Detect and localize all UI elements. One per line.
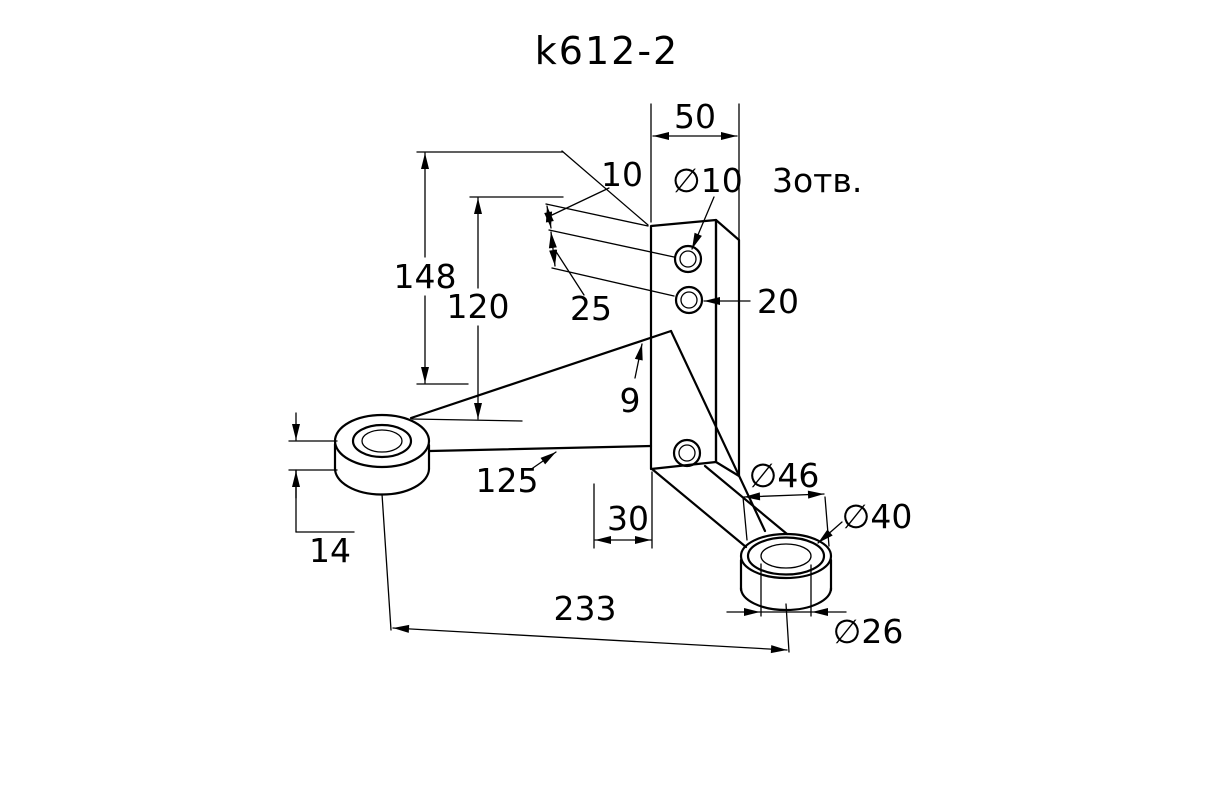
extension-line	[411, 418, 523, 422]
hole-middle-inner	[680, 291, 698, 309]
dim-30-label: 30	[607, 499, 649, 538]
right-ring-outer-ellipse	[739, 532, 833, 580]
leader-line	[551, 187, 610, 216]
mounting-plate	[649, 218, 741, 478]
dia-10-label: ∅10	[672, 161, 743, 200]
dimension-148: 148	[394, 151, 564, 385]
extension-line	[548, 229, 675, 258]
dia-26-label: ∅26	[833, 612, 904, 651]
hole-bottom-inner	[678, 444, 696, 462]
left-ring-outer-ellipse	[333, 413, 431, 469]
dimension-line	[544, 205, 554, 229]
dimension-14: 14	[288, 412, 355, 570]
drawing-title: k612-2	[535, 29, 679, 73]
dimension-dia40: ∅40	[817, 497, 913, 544]
leader-line	[691, 196, 715, 250]
dimension-50: 50	[650, 97, 740, 241]
leader-line	[817, 521, 843, 544]
dimension-dia46: ∅46	[742, 456, 830, 547]
left-ring-hole-ellipse	[361, 429, 403, 453]
dim-233-label: 233	[554, 589, 617, 628]
extension-line	[545, 203, 649, 227]
leader-line	[529, 451, 557, 471]
hole-middle-outer	[674, 285, 704, 315]
dim-25-label: 25	[570, 289, 612, 328]
right-ring-boss	[739, 532, 833, 612]
plate-side-face	[714, 218, 741, 478]
dimension-20: 20	[703, 282, 799, 321]
left-arm-top-edge	[409, 329, 673, 420]
dimension-120: 120	[411, 196, 564, 422]
extension-line	[551, 267, 675, 297]
dimension-dia26: ∅26	[726, 563, 904, 651]
right-ring-mid-ellipse	[746, 536, 826, 576]
hole-bottom-outer	[672, 438, 702, 468]
dim-148-label: 148	[394, 257, 457, 296]
right-arm-bottom-edge	[650, 467, 748, 549]
extension-line	[742, 496, 748, 541]
dimension-30: 30	[593, 471, 653, 549]
dim-120-label: 120	[447, 287, 510, 326]
hole-top-outer	[673, 244, 703, 274]
extension-line	[381, 493, 392, 631]
dimension-125: 125	[476, 451, 557, 500]
dim-10-label: 10	[601, 155, 643, 194]
dim-125-label: 125	[476, 461, 539, 500]
holes-count-label: 3отв.	[772, 161, 862, 200]
left-ring-bottom-arc	[333, 466, 431, 496]
dim-50-label: 50	[674, 97, 716, 136]
extension-line	[561, 150, 649, 226]
dimension-line	[743, 490, 825, 501]
dimension-25: 25	[548, 231, 675, 328]
dim-9-label: 9	[620, 381, 641, 420]
leader-line	[634, 343, 643, 379]
left-arm-bottom-edge	[428, 444, 653, 453]
right-ring-hole-ellipse	[760, 543, 812, 569]
bracket-arms	[409, 329, 789, 549]
right-arm-left-edge	[669, 329, 767, 533]
dimension-10: 10	[544, 150, 675, 258]
leader-line	[554, 249, 585, 296]
extension-line	[824, 496, 830, 547]
hole-top-inner	[679, 250, 697, 268]
plate-front-face	[649, 218, 718, 471]
dim-20-label: 20	[757, 282, 799, 321]
dia-46-label: ∅46	[749, 456, 820, 495]
dimension-line	[548, 231, 558, 267]
extension-line	[785, 603, 790, 653]
dia-40-label: ∅40	[842, 497, 913, 536]
dimension-line	[392, 624, 788, 654]
left-ring-mid-ellipse	[351, 423, 413, 459]
dimension-dia10-holes: ∅10 3отв.	[672, 161, 862, 250]
dimension-233: 233	[381, 493, 790, 654]
dim-14-label: 14	[309, 531, 351, 570]
dimension-9: 9	[620, 343, 643, 420]
left-ring-boss	[333, 413, 431, 496]
